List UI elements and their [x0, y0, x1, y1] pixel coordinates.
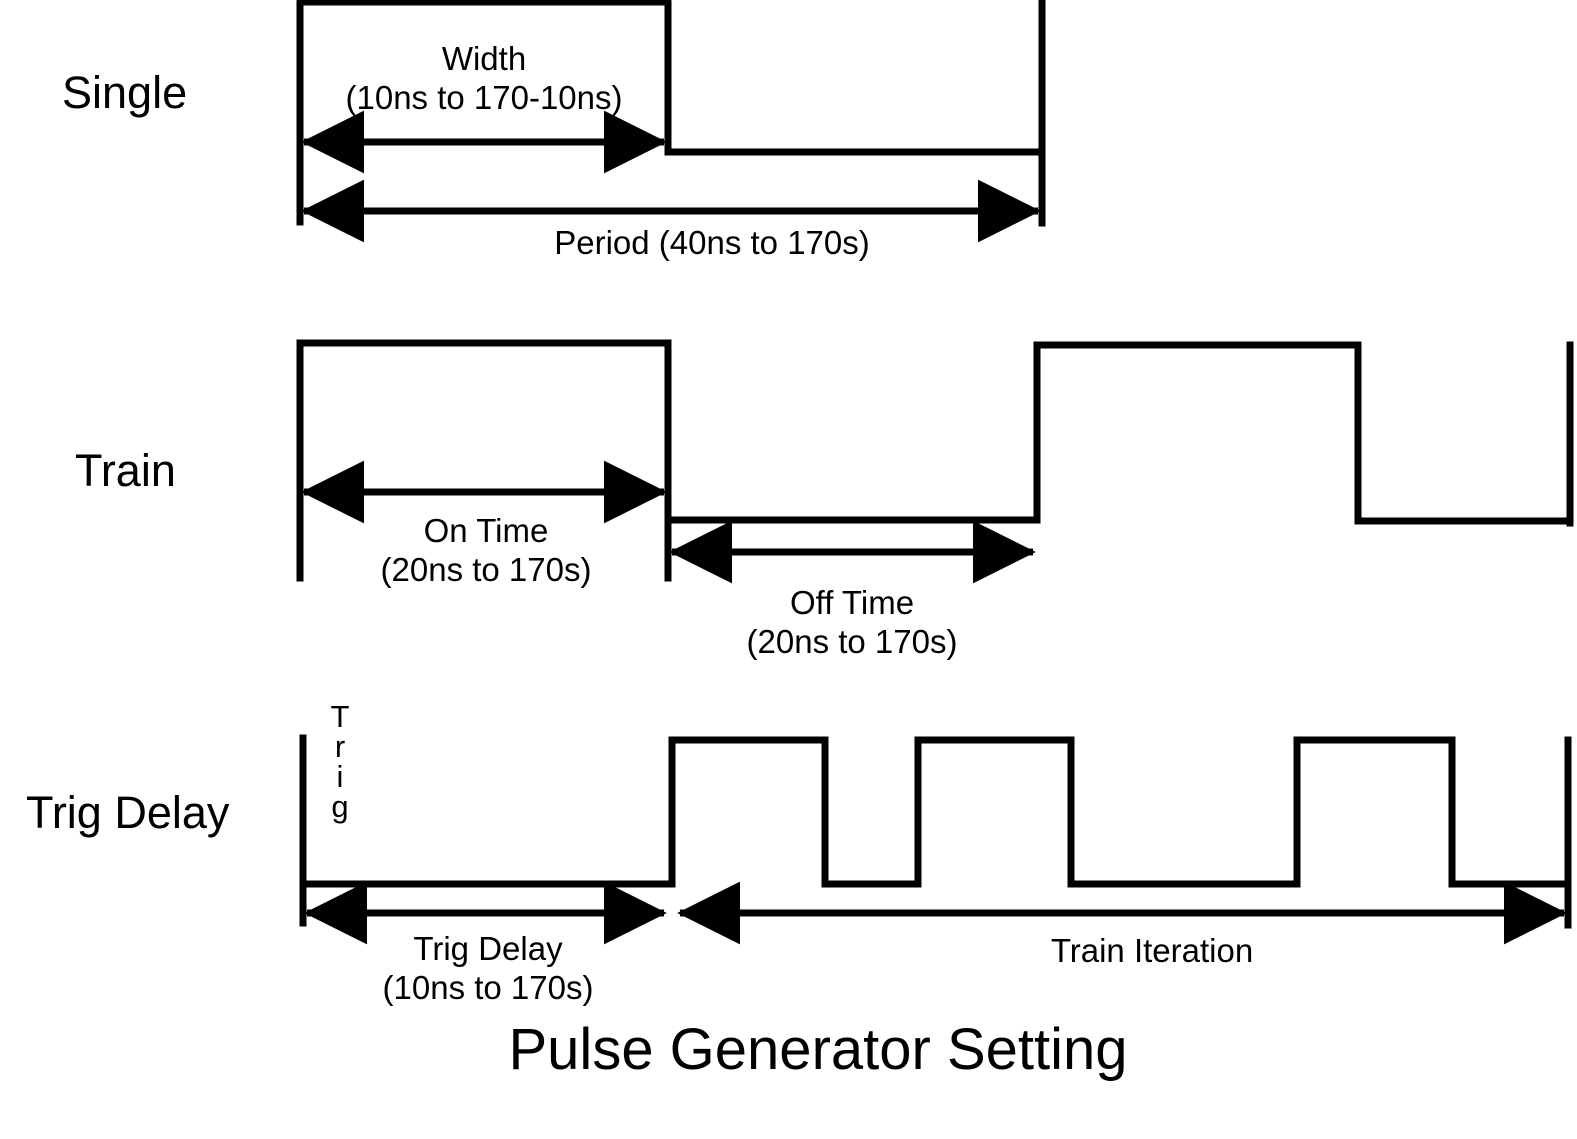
dimension-label-width: Width (10ns to 170-10ns): [345, 40, 622, 118]
dimension-on-time-name: On Time: [423, 512, 549, 549]
row-label-train: Train: [75, 445, 176, 496]
dimension-trig-delay-range: (10ns to 170s): [382, 968, 594, 1006]
row-label-trig-delay: Trig Delay: [26, 787, 230, 838]
trigger-letter-t: T: [330, 699, 350, 734]
trig-delay-waveform: [299, 734, 1572, 929]
trigger-vertical-label: T r i g: [327, 699, 353, 825]
trigger-letter-r: r: [334, 729, 346, 765]
row-label-single: Single: [62, 67, 188, 118]
dimension-width-range: (10ns to 170-10ns): [345, 78, 623, 116]
dimension-label-period: Period (40ns to 170s): [554, 224, 870, 263]
train-waveform: [296, 339, 1574, 582]
dimension-on-time-range: (20ns to 170s): [380, 550, 592, 588]
dimension-period-name: Period (40ns to 170s): [554, 224, 870, 261]
dimension-off-time-range: (20ns to 170s): [746, 622, 958, 660]
dimension-train-iteration-name: Train Iteration: [1050, 932, 1254, 969]
dimension-label-train-iteration: Train Iteration: [1051, 932, 1253, 971]
dimension-label-trig-delay: Trig Delay (10ns to 170s): [383, 930, 594, 1008]
diagram-title: Pulse Generator Setting: [508, 1017, 1128, 1082]
dimension-label-on-time: On Time (20ns to 170s): [381, 512, 592, 590]
dimension-trig-delay-name: Trig Delay: [413, 930, 563, 967]
single-waveform: [296, 0, 1046, 227]
dimension-label-off-time: Off Time (20ns to 170s): [747, 584, 958, 662]
dimension-off-time-name: Off Time: [789, 584, 915, 621]
trigger-letter-i: i: [336, 759, 344, 795]
dimension-width-name: Width: [441, 40, 527, 77]
trigger-letter-g: g: [331, 789, 349, 825]
